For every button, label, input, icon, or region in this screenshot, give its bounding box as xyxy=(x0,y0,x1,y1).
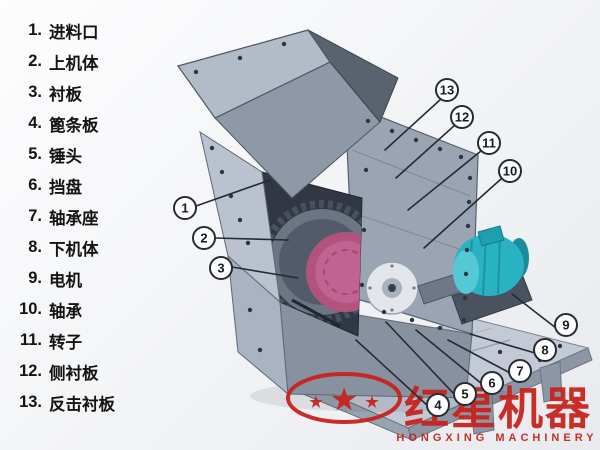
list-item: 9. 电机 xyxy=(12,263,115,294)
part-label: 衬板 xyxy=(49,85,82,104)
list-item: 3. 衬板 xyxy=(12,77,115,108)
callout-number: 12 xyxy=(455,110,469,125)
part-number: 13. xyxy=(19,393,42,411)
callouts: 1 2 3 13 12 xyxy=(173,78,578,417)
part-label: 上机体 xyxy=(49,54,99,73)
motor xyxy=(451,225,533,325)
callout-6: 6 xyxy=(415,329,504,395)
callout-10: 10 xyxy=(423,159,522,249)
callout-number: 13 xyxy=(440,83,454,98)
callout-number: 5 xyxy=(461,387,468,402)
list-item: 1. 进料口 xyxy=(12,15,115,46)
part-label: 侧衬板 xyxy=(49,364,99,383)
part-number: 1. xyxy=(28,21,42,39)
part-number: 3. xyxy=(28,83,42,101)
part-number: 10. xyxy=(19,300,42,318)
part-label: 反击衬板 xyxy=(49,395,115,414)
callout-number: 7 xyxy=(516,364,523,379)
callout-circle xyxy=(173,196,197,220)
callout-2: 2 xyxy=(192,226,289,250)
star-icon: ★ xyxy=(331,384,356,415)
callout-circle xyxy=(453,382,477,406)
part-label: 进料口 xyxy=(49,23,99,42)
callout-number: 10 xyxy=(503,164,517,179)
drive-shaft xyxy=(417,273,461,305)
list-item: 12. 侧衬板 xyxy=(12,356,115,387)
callout-circle xyxy=(480,371,504,395)
callout-circle xyxy=(209,256,233,280)
part-label: 轴承 xyxy=(49,302,82,321)
part-label: 锤头 xyxy=(49,147,82,166)
part-number: 7. xyxy=(28,207,42,225)
part-number: 9. xyxy=(28,269,42,287)
list-item: 5. 锤头 xyxy=(12,139,115,170)
interior-cavity xyxy=(261,171,419,337)
callout-circle xyxy=(498,159,522,183)
callout-8: 8 xyxy=(469,333,557,362)
callout-12: 12 xyxy=(395,105,474,179)
part-label: 篦条板 xyxy=(49,116,99,135)
feed-hopper xyxy=(177,29,399,199)
callout-11: 11 xyxy=(407,131,501,211)
callout-circle xyxy=(554,313,578,337)
callout-number: 1 xyxy=(181,201,188,216)
callout-circle xyxy=(533,338,557,362)
parts-list: 1. 进料口 2. 上机体 3. 衬板 4. 篦条板 5. 锤头 6. 挡盘 7. 轴承座 8. 下机体 9. 电… xyxy=(12,15,115,418)
part-number: 5. xyxy=(28,145,42,163)
star-icon: ★ xyxy=(365,394,379,411)
callout-number: 6 xyxy=(488,376,495,391)
callout-circle xyxy=(426,393,450,417)
callout-13: 13 xyxy=(384,78,459,151)
part-number: 12. xyxy=(19,362,42,380)
list-item: 10. 轴承 xyxy=(12,294,115,325)
callout-5: 5 xyxy=(385,321,477,406)
part-number: 6. xyxy=(28,176,42,194)
callout-circle xyxy=(435,78,459,102)
list-item: 2. 上机体 xyxy=(12,46,115,77)
part-label: 下机体 xyxy=(49,240,99,259)
part-label: 转子 xyxy=(49,333,82,352)
logo-oval xyxy=(286,372,402,424)
brand-name-en: HONGXING MACHINERY xyxy=(396,432,597,444)
callout-number: 3 xyxy=(217,261,224,276)
part-label: 轴承座 xyxy=(49,209,99,228)
callout-number: 11 xyxy=(482,136,496,151)
upper-body-panel xyxy=(199,130,281,304)
callout-1: 1 xyxy=(173,179,271,220)
callout-3: 3 xyxy=(209,256,299,280)
callout-9: 9 xyxy=(511,293,578,337)
list-item: 11. 转子 xyxy=(12,325,115,356)
callout-4: 4 xyxy=(355,339,450,417)
callout-circle xyxy=(192,226,216,250)
list-item: 8. 下机体 xyxy=(12,232,115,263)
callout-circle xyxy=(450,105,474,129)
part-number: 4. xyxy=(28,114,42,132)
part-number: 8. xyxy=(28,238,42,256)
part-label: 电机 xyxy=(49,271,82,290)
callout-circle xyxy=(477,131,501,155)
list-item: 4. 篦条板 xyxy=(12,108,115,139)
callout-7: 7 xyxy=(447,339,532,383)
callout-number: 4 xyxy=(434,398,442,413)
list-item: 7. 轴承座 xyxy=(12,201,115,232)
star-icon: ★ xyxy=(309,394,323,411)
callout-circle xyxy=(508,359,532,383)
part-label: 挡盘 xyxy=(49,178,82,197)
part-number: 2. xyxy=(28,52,42,70)
list-item: 13. 反击衬板 xyxy=(12,387,115,418)
callout-number: 2 xyxy=(200,231,207,246)
bolt-dots xyxy=(193,41,563,363)
list-item: 6. 挡盘 xyxy=(12,170,115,201)
callout-number: 8 xyxy=(541,343,548,358)
callout-number: 9 xyxy=(562,318,569,333)
part-number: 11. xyxy=(19,331,42,349)
